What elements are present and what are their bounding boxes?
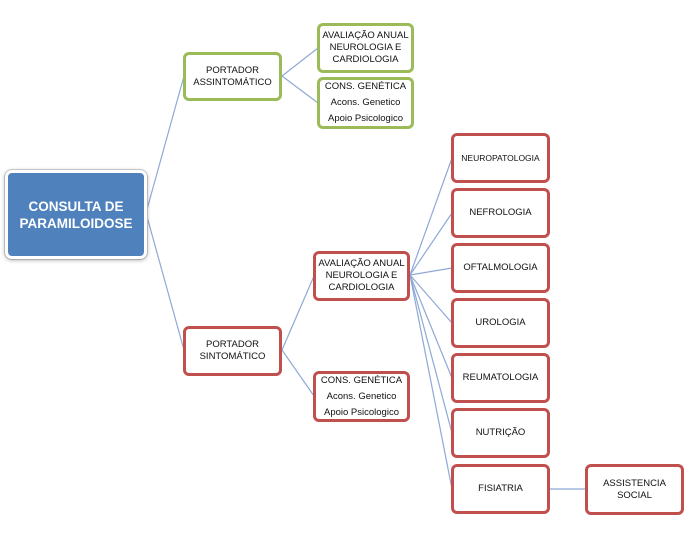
- node-nutricao: NUTRIÇÃO: [451, 408, 550, 458]
- connector-sym-eval: [281, 275, 315, 351]
- specialty-label: NEFROLOGIA: [469, 207, 532, 218]
- node-asym-cons-genetica: CONS. GENÉTICA Acons. Genetico Apoio Psi…: [317, 77, 414, 129]
- specialty-label: NUTRIÇÃO: [475, 427, 526, 438]
- asym-gen-line-1: CONS. GENÉTICA: [324, 81, 407, 92]
- node-fisiatria: FISIATRIA: [451, 464, 550, 514]
- specialty-label: UROLOGIA: [475, 317, 526, 328]
- node-urologia: UROLOGIA: [451, 298, 550, 348]
- sym-line-2: SINTOMÁTICO: [199, 351, 266, 362]
- sym-eval-line-1: AVALIAÇÃO ANUAL: [318, 258, 405, 269]
- connector-eval-nutricao: [409, 274, 453, 434]
- node-reumatologia: REUMATOLOGIA: [451, 353, 550, 403]
- sym-gen-line-2: Acons. Genetico: [326, 390, 397, 402]
- asym-eval-line-2: NEUROLOGIA E: [329, 42, 402, 53]
- sym-gen-line-3: Apoio Psicologico: [324, 406, 399, 418]
- node-sym-avaliacao-anual: AVALIAÇÃO ANUAL NEUROLOGIA E CARDIOLOGIA: [313, 251, 410, 301]
- connector-asym-eval: [281, 47, 319, 77]
- node-portador-sintomatico: PORTADOR SINTOMÁTICO: [183, 326, 282, 376]
- specialty-label: OFTALMOLOGIA: [463, 262, 538, 273]
- connector-asym-genetics: [281, 75, 319, 104]
- node-neuropatologia: NEUROPATOLOGIA: [451, 133, 550, 183]
- sym-eval-line-2: NEUROLOGIA E: [325, 270, 398, 281]
- sym-line-1: PORTADOR: [206, 339, 259, 350]
- root-line-1: CONSULTA DE: [28, 198, 124, 214]
- connector-eval-neuropatologia: [409, 157, 453, 276]
- connector-sym-genetics: [281, 349, 315, 397]
- asym-eval-line-3: CARDIOLOGIA: [332, 54, 399, 65]
- sym-gen-line-1: CONS. GENÉTICA: [320, 374, 403, 386]
- connector-eval-nefrologia: [409, 212, 453, 276]
- node-portador-assintomatico: PORTADOR ASSINTOMÁTICO: [183, 52, 282, 101]
- connector-eval-oftalmologia: [409, 267, 453, 276]
- root-node-consulta-paramiloidose: CONSULTA DE PARAMILOIDOSE: [5, 170, 147, 259]
- root-line-2: PARAMILOIDOSE: [19, 215, 133, 231]
- asym-gen-line-3: Apoio Psicologico: [328, 113, 403, 124]
- asym-eval-line-1: AVALIAÇÃO ANUAL: [322, 30, 409, 41]
- connector-root-asymptomatic: [145, 75, 185, 214]
- node-asym-avaliacao-anual: AVALIAÇÃO ANUAL NEUROLOGIA E CARDIOLOGIA: [317, 23, 414, 73]
- specialty-label: REUMATOLOGIA: [462, 372, 539, 383]
- connector-eval-urologia: [409, 274, 453, 324]
- asym-line-2: ASSINTOMÁTICO: [193, 76, 272, 88]
- connector-eval-fisiatria: [409, 274, 453, 490]
- specialty-label: NEUROPATOLOGIA: [461, 153, 540, 163]
- social-line-2: SOCIAL: [617, 489, 652, 501]
- social-line-1: ASSISTENCIA: [603, 477, 666, 489]
- sym-eval-line-3: CARDIOLOGIA: [328, 282, 395, 293]
- asym-line-1: PORTADOR: [206, 64, 259, 76]
- node-sym-cons-genetica: CONS. GENÉTICA Acons. Genetico Apoio Psi…: [313, 371, 410, 422]
- connector-root-symptomatic: [145, 212, 185, 351]
- asym-gen-line-2: Acons. Genetico: [330, 97, 401, 108]
- node-nefrologia: NEFROLOGIA: [451, 188, 550, 238]
- connector-eval-reumatologia: [409, 274, 453, 379]
- node-oftalmologia: OFTALMOLOGIA: [451, 243, 550, 293]
- node-assistencia-social: ASSISTENCIA SOCIAL: [585, 464, 684, 515]
- specialty-label: FISIATRIA: [478, 483, 523, 494]
